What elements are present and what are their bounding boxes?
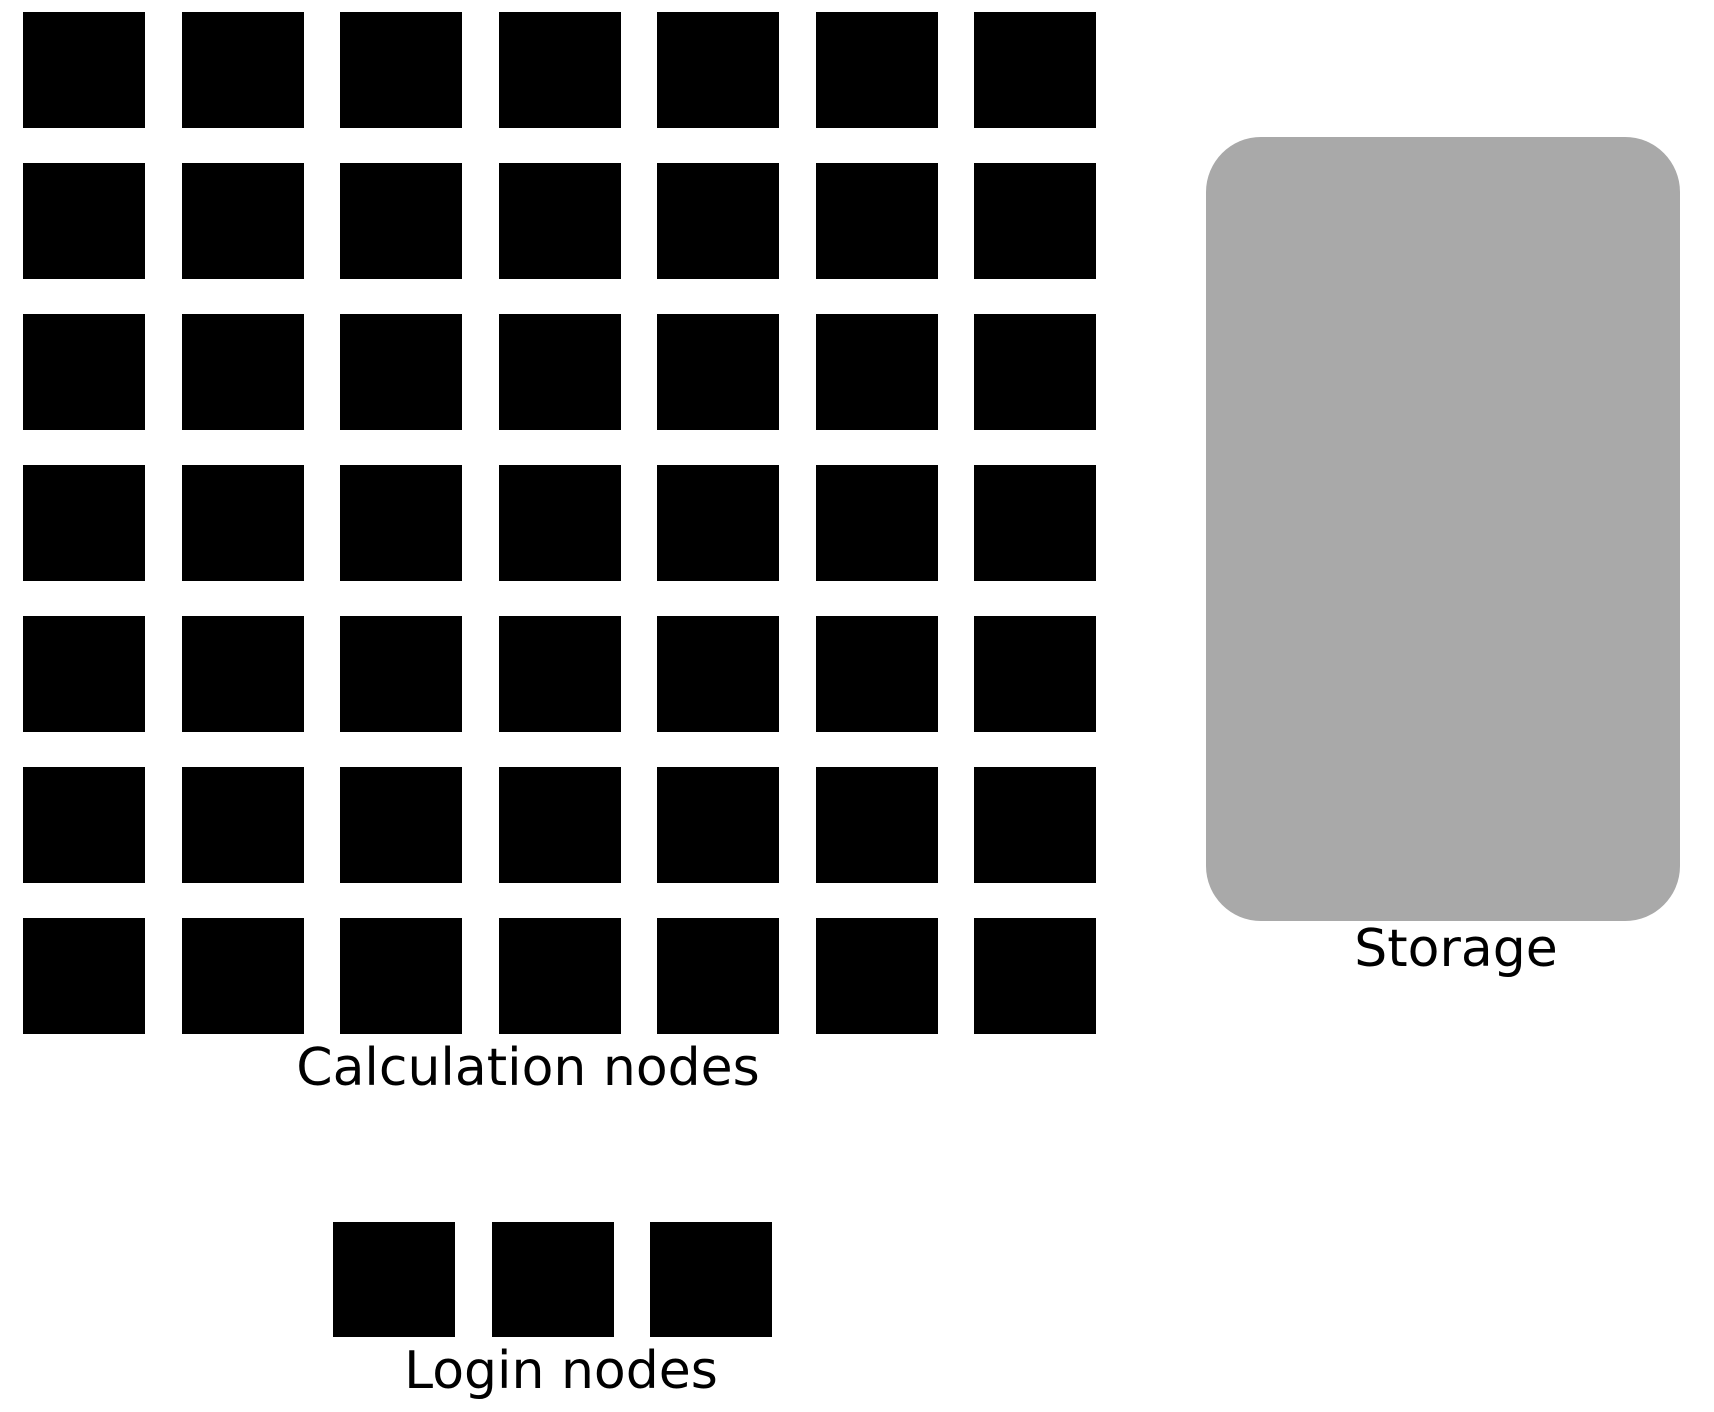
calculation-node <box>181 12 304 128</box>
calculation-node <box>23 163 145 279</box>
calculation-node <box>23 767 145 883</box>
storage-box <box>1206 137 1680 921</box>
calculation-node <box>498 767 621 883</box>
storage-label: Storage <box>1354 919 1558 979</box>
calculation-node <box>498 616 621 732</box>
login-node <box>333 1222 455 1337</box>
calculation-node <box>657 465 779 581</box>
login-node <box>491 1222 614 1337</box>
calculation-node <box>657 163 779 279</box>
calculation-node <box>23 465 145 581</box>
calculation-node <box>181 616 304 732</box>
calculation-node <box>181 465 304 581</box>
calculation-node <box>23 616 145 732</box>
calculation-node <box>974 314 1096 430</box>
login-node <box>650 1222 772 1337</box>
calculation-node <box>974 12 1096 128</box>
calculation-node <box>974 767 1096 883</box>
calculation-node <box>181 314 304 430</box>
login-nodes-grid <box>333 1222 772 1337</box>
calculation-node <box>815 767 938 883</box>
calculation-node <box>340 163 462 279</box>
calculation-node <box>657 314 779 430</box>
calculation-node <box>498 314 621 430</box>
calculation-node <box>498 163 621 279</box>
calculation-node <box>181 918 304 1034</box>
calculation-node <box>657 918 779 1034</box>
calculation-node <box>23 918 145 1034</box>
calculation-node <box>815 465 938 581</box>
calculation-node <box>181 767 304 883</box>
calculation-node <box>498 465 621 581</box>
calculation-node <box>974 918 1096 1034</box>
calculation-node <box>23 12 145 128</box>
calculation-node <box>23 314 145 430</box>
calculation-node <box>815 12 938 128</box>
calculation-node <box>815 918 938 1034</box>
login-nodes-label: Login nodes <box>404 1341 718 1401</box>
calculation-node <box>815 616 938 732</box>
calculation-node <box>340 314 462 430</box>
calculation-node <box>340 12 462 128</box>
calculation-node <box>657 12 779 128</box>
calculation-node <box>498 918 621 1034</box>
calculation-nodes-label: Calculation nodes <box>296 1038 760 1098</box>
calculation-node <box>340 465 462 581</box>
calculation-node <box>657 616 779 732</box>
calculation-node <box>340 918 462 1034</box>
calculation-node <box>181 163 304 279</box>
calculation-node <box>974 616 1096 732</box>
calculation-node <box>815 163 938 279</box>
calculation-node <box>974 465 1096 581</box>
calculation-node <box>815 314 938 430</box>
calculation-node <box>498 12 621 128</box>
calculation-node <box>340 767 462 883</box>
calculation-node <box>974 163 1096 279</box>
calculation-nodes-grid <box>23 12 1096 1034</box>
calculation-node <box>657 767 779 883</box>
calculation-node <box>340 616 462 732</box>
